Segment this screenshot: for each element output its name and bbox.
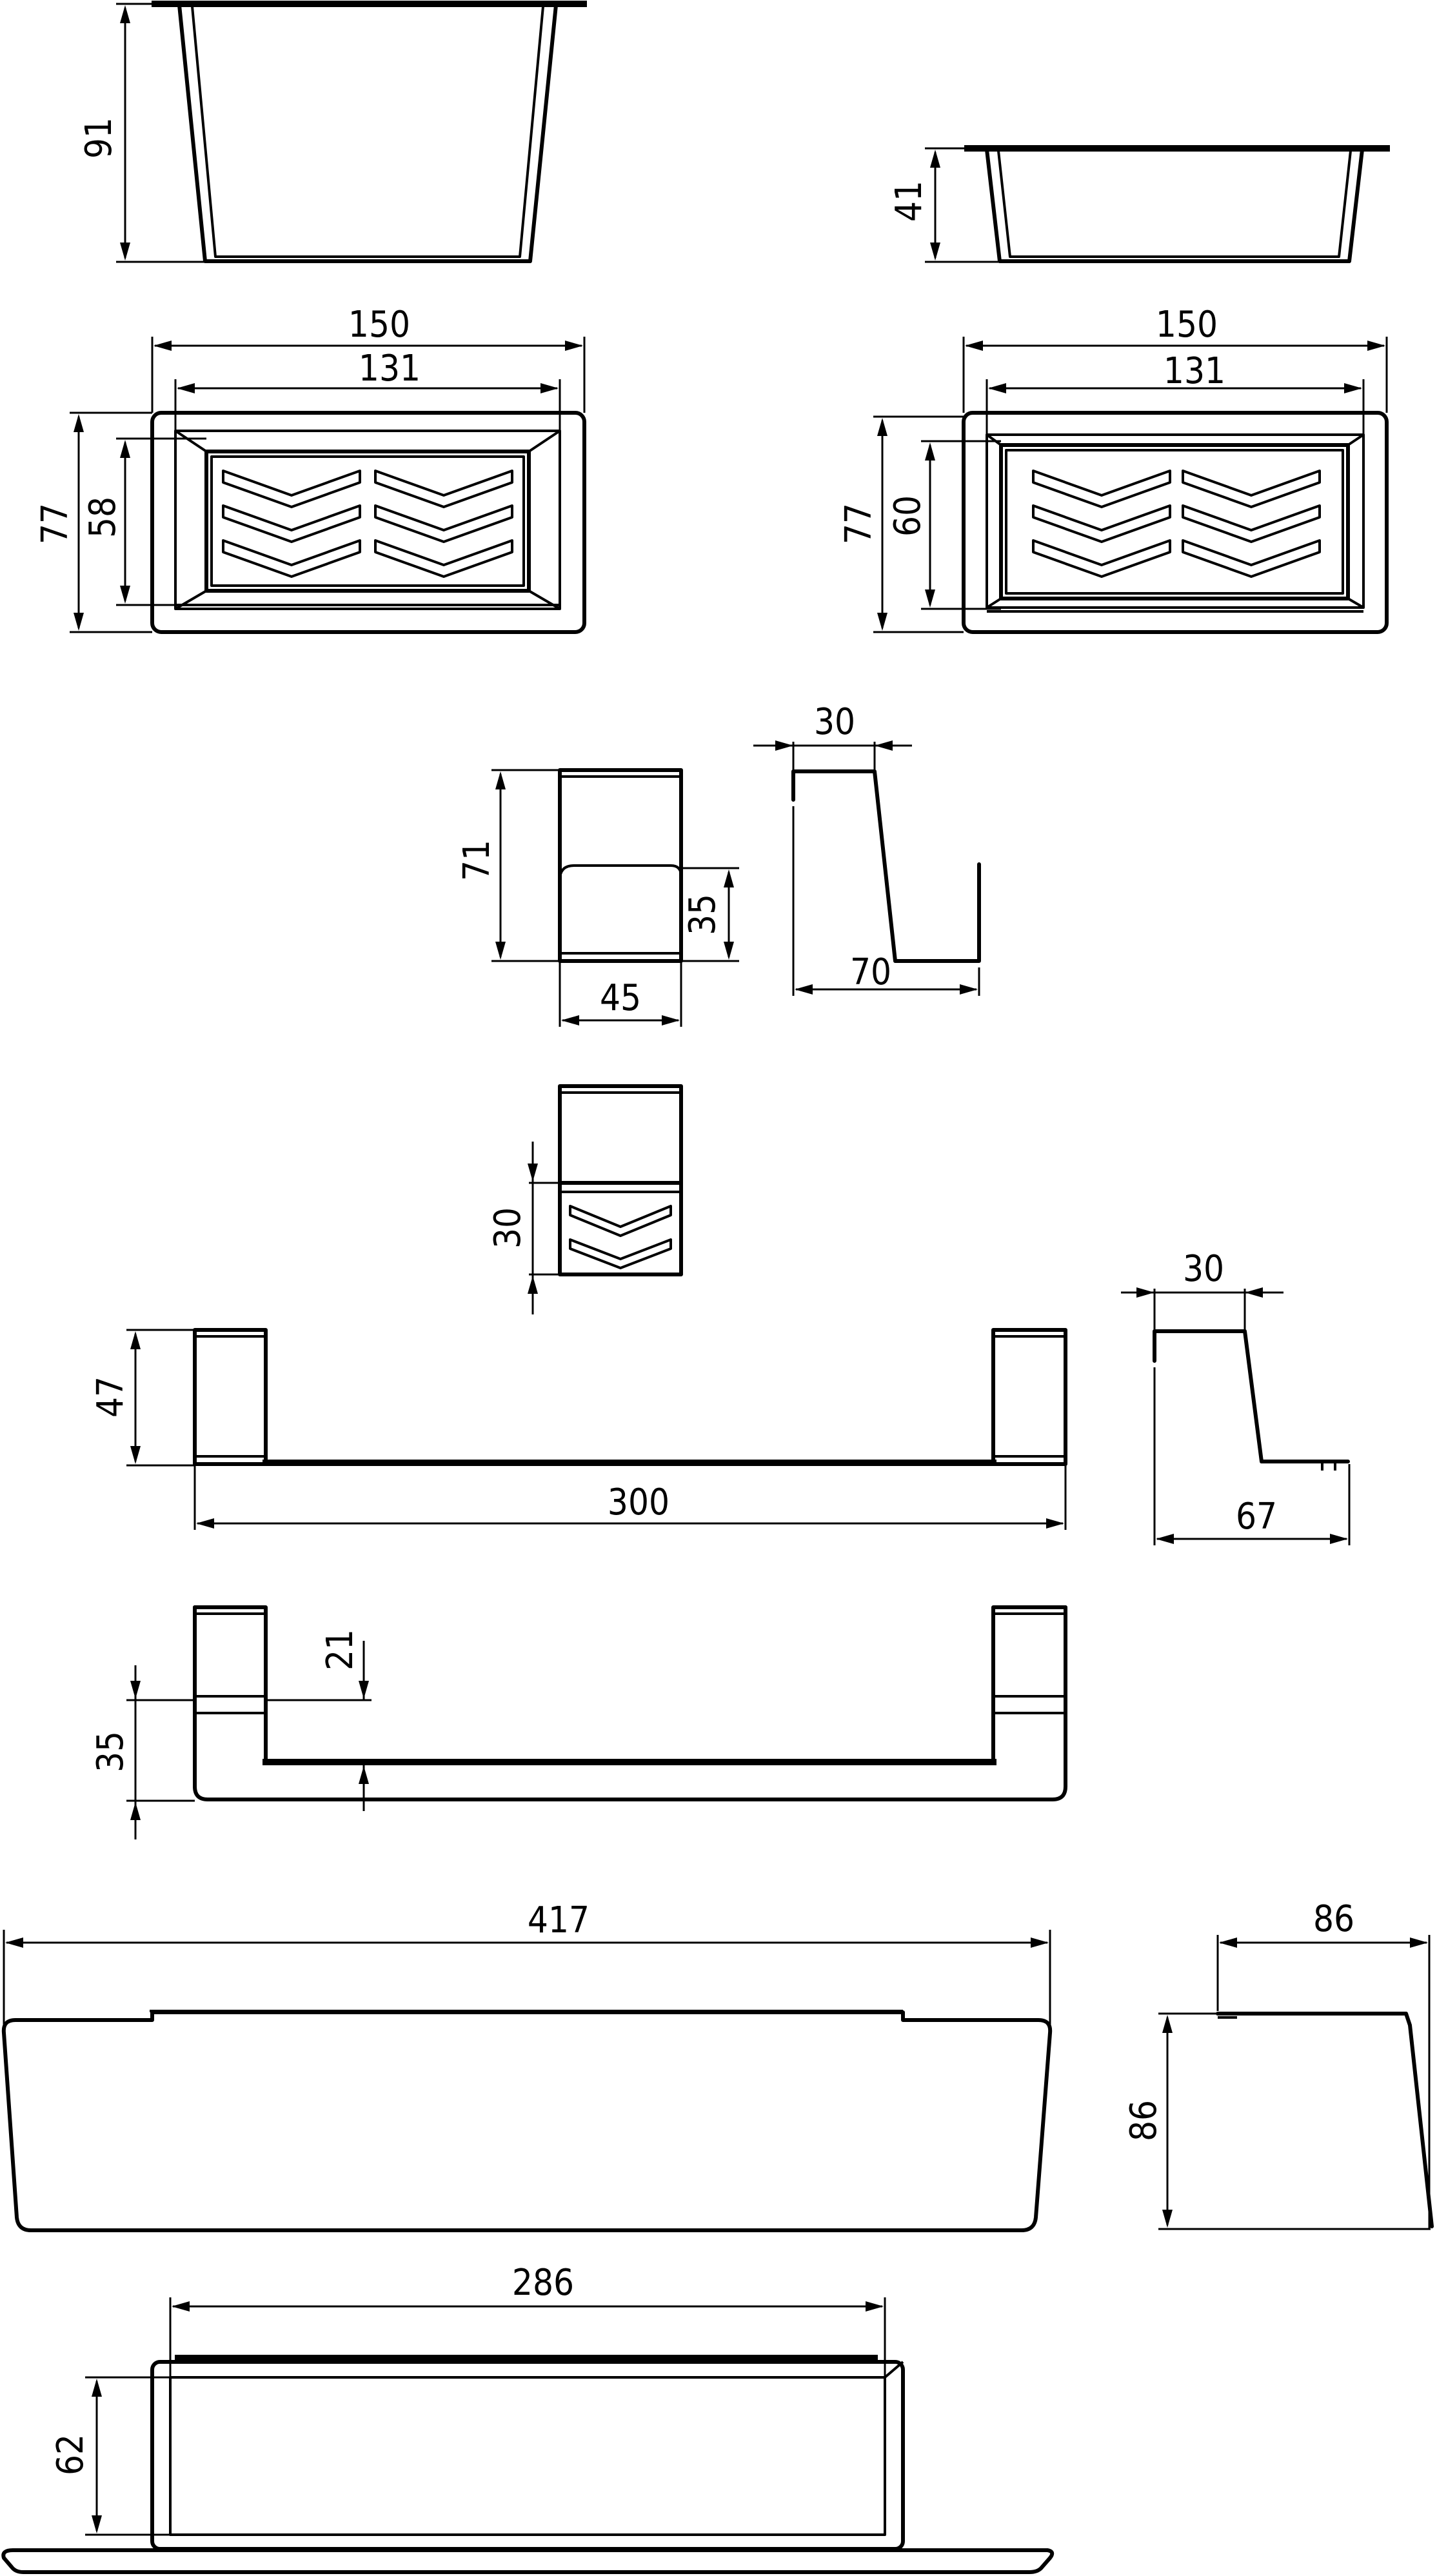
label-77-left: 77 [34, 503, 76, 544]
large-basket-side-view [152, 1, 587, 263]
rail-bottom-view [193, 1605, 1067, 1801]
dim-30-clip: 30 [487, 1142, 560, 1314]
hook-front-view [558, 768, 683, 963]
label-86-height: 86 [1123, 2100, 1165, 2141]
dim-86-height: 86 [1123, 2012, 1431, 2230]
dim-286: 286 [169, 2262, 886, 2377]
label-35-rail: 35 [90, 1731, 132, 1772]
shelf-front-view [1, 2010, 1053, 2232]
small-basket-side-view [964, 145, 1390, 263]
dim-71: 71 [456, 769, 560, 962]
dim-91: 91 [78, 3, 204, 263]
rail-front-view [193, 1328, 1067, 1466]
dim-417: 417 [3, 1899, 1051, 2025]
shelf-top-view [1, 2355, 1055, 2574]
small-basket-drainage-slots [1032, 470, 1321, 578]
label-21: 21 [319, 1629, 361, 1670]
dim-150-left: 150 [151, 304, 586, 413]
label-417: 417 [528, 1899, 590, 1941]
small-basket-top-view [962, 411, 1389, 634]
label-30-mount: 30 [1183, 1248, 1224, 1290]
label-58: 58 [82, 497, 124, 538]
dim-58: 58 [82, 437, 206, 606]
dim-21: 21 [266, 1629, 372, 1811]
label-150-right: 150 [1156, 304, 1218, 346]
dim-77-left: 77 [34, 411, 152, 633]
clip-front-view [558, 1084, 683, 1276]
label-131-left: 131 [359, 348, 421, 390]
dim-30-hook: 30 [753, 701, 912, 771]
dim-45: 45 [559, 961, 682, 1027]
dim-77-right: 77 [838, 415, 964, 633]
label-70: 70 [850, 951, 891, 993]
label-41: 41 [888, 181, 930, 222]
label-62: 62 [50, 2434, 92, 2475]
rail-mount-side-view [1153, 1329, 1350, 1471]
dim-62: 62 [50, 2376, 170, 2536]
label-45: 45 [600, 977, 641, 1019]
label-77-right: 77 [838, 503, 880, 544]
label-30-hook: 30 [814, 701, 855, 743]
dim-300: 300 [193, 1465, 1067, 1530]
large-basket-top-view [150, 411, 586, 634]
dim-150-right: 150 [962, 304, 1388, 413]
dim-35-rail: 35 [90, 1665, 195, 1839]
dim-67: 67 [1153, 1367, 1351, 1545]
shelf-side-view [1216, 2012, 1434, 2228]
label-286: 286 [512, 2262, 574, 2304]
dim-60: 60 [887, 440, 1001, 610]
dim-131-right: 131 [986, 350, 1365, 435]
dim-47: 47 [90, 1329, 195, 1467]
dim-41: 41 [888, 147, 998, 263]
clip-drainage-slots [569, 1205, 672, 1269]
label-150-left: 150 [348, 304, 410, 346]
label-67: 67 [1236, 1496, 1277, 1538]
dim-35-hook: 35 [681, 867, 739, 962]
label-131-right: 131 [1164, 350, 1225, 392]
large-basket-drainage-slots [222, 470, 513, 578]
label-91: 91 [78, 117, 120, 159]
label-71: 71 [456, 840, 498, 881]
label-30-clip: 30 [487, 1207, 529, 1249]
dim-70: 70 [792, 806, 980, 996]
dim-86-width: 86 [1216, 1898, 1431, 2229]
dim-131-left: 131 [174, 348, 561, 431]
label-35-hook: 35 [682, 894, 724, 935]
label-47: 47 [90, 1376, 132, 1418]
label-60: 60 [887, 495, 929, 537]
label-300: 300 [608, 1481, 669, 1523]
dim-30-mount: 30 [1121, 1248, 1283, 1331]
label-86-width: 86 [1313, 1898, 1354, 1940]
hook-side-view [791, 769, 981, 963]
